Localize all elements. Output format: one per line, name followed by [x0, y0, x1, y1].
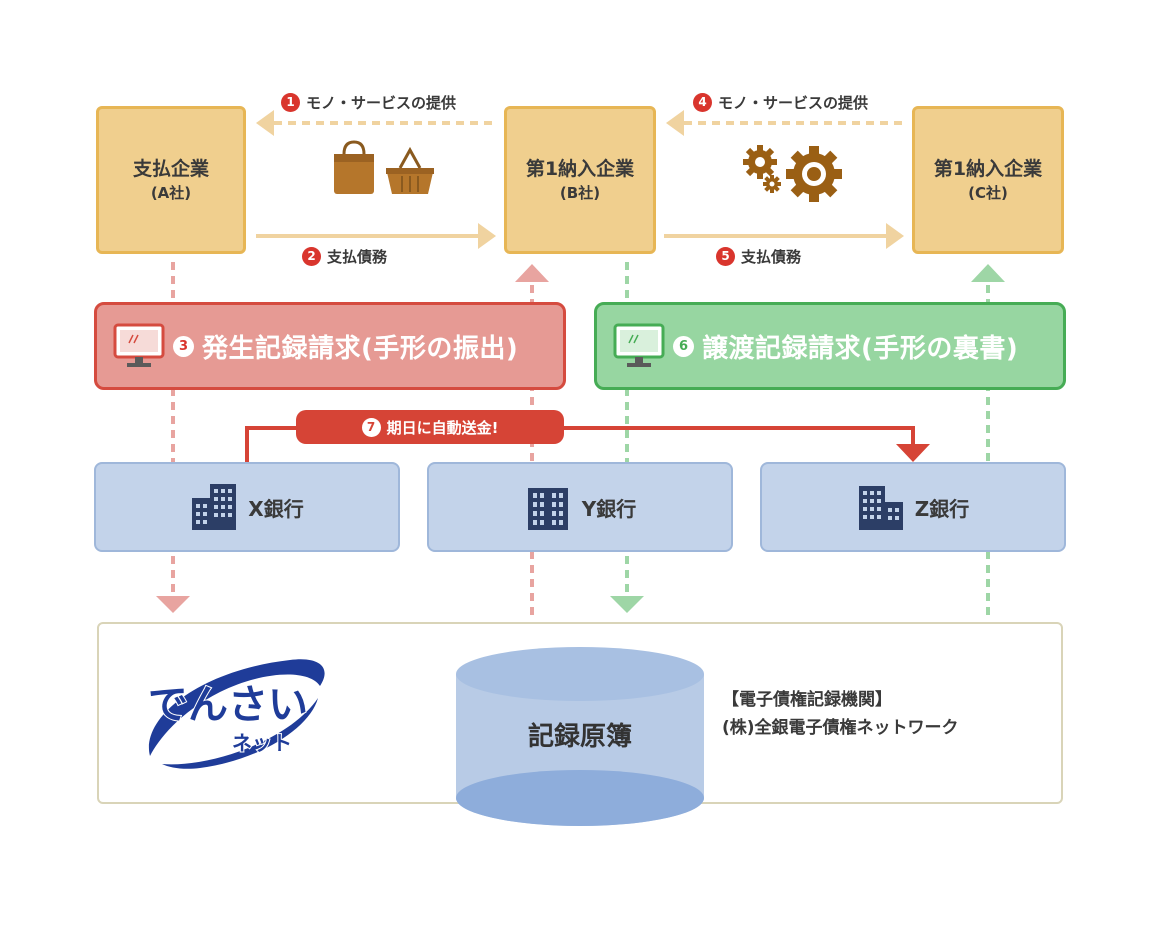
agency-name: (株)全銀電子債権ネットワーク: [722, 718, 959, 738]
gear-icon: [763, 175, 781, 193]
arrow-services-c-to-b-head: [666, 110, 684, 136]
basket-icon: [386, 146, 434, 194]
service-icons: [743, 145, 842, 202]
company-b: 第1納入企業 (B社): [504, 106, 656, 254]
agency-info: 【電子債権記録機関】 (株)全銀電子債権ネットワーク: [722, 686, 959, 742]
step-1-label: 1 モノ・サービスの提供: [281, 92, 456, 113]
arrow-issue-up-to-b-head: [515, 264, 549, 282]
arrow-goods-b-to-a-head: [256, 110, 274, 136]
step-1-text: モノ・サービスの提供: [306, 94, 457, 112]
transfer-request-bar: 6 譲渡記録請求(手形の裏書): [594, 302, 1066, 390]
computer-icon: [113, 323, 165, 367]
arrow-auto-transfer: [245, 426, 915, 462]
arrow-auto-transfer-head: [896, 444, 930, 462]
arrow-transfer-up-to-c-head: [971, 264, 1005, 282]
logo-swoosh: [148, 659, 325, 756]
bank-x-name: X銀行: [248, 496, 304, 521]
bank-y: Y銀行: [427, 462, 733, 552]
step-5-label: 5 支払債務: [716, 246, 801, 267]
company-a: 支払企業 (A社): [96, 106, 246, 254]
building-icon: [858, 486, 903, 530]
step-4-text: モノ・サービスの提供: [718, 94, 869, 112]
step-1-number: 1: [281, 93, 300, 112]
densai-net-logo: でんさい ネット: [147, 659, 325, 769]
computer-icon: [613, 323, 665, 367]
arrow-debt-a-to-b-head: [478, 223, 496, 249]
step-4-label: 4 モノ・サービスの提供: [693, 92, 868, 113]
bank-z-name: Z銀行: [914, 496, 970, 521]
step-2-text: 支払債務: [327, 248, 388, 266]
company-a-name: 支払企業: [132, 158, 209, 180]
bank-x: X銀行: [94, 462, 400, 552]
step-5-number: 5: [716, 247, 735, 266]
company-b-name: 第1納入企業: [525, 158, 635, 180]
step-3-text: 発生記録請求(手形の振出): [202, 333, 519, 364]
ledger-label: 記録原簿: [527, 722, 632, 752]
bank-y-name: Y銀行: [581, 496, 637, 521]
gear-icon: [743, 145, 777, 179]
step-5-text: 支払債務: [741, 248, 802, 266]
company-c-sub: (C社): [968, 184, 1008, 202]
agency-type: 【電子債権記録機関】: [722, 690, 892, 710]
building-icon: [192, 484, 237, 530]
company-a-sub: (A社): [150, 184, 192, 202]
bank-z: Z銀行: [760, 462, 1066, 552]
step-7-text: 期日に自動送金!: [386, 418, 499, 437]
gear-icon: [786, 146, 842, 202]
company-c: 第1納入企業 (C社): [912, 106, 1064, 254]
company-b-sub: (B社): [559, 184, 601, 202]
arrow-debt-b-to-c-head: [886, 223, 904, 249]
logo-sub-text: ネット: [232, 731, 292, 755]
issue-request-bar: 3 発生記録請求(手形の振出): [94, 302, 566, 390]
ledger-cylinder: [456, 647, 704, 826]
building-icon: [527, 488, 568, 530]
logo-main-text: でんさい: [148, 682, 308, 728]
step-2-number: 2: [302, 247, 321, 266]
bag-icon: [334, 140, 374, 194]
auto-transfer-label: 7 期日に自動送金!: [296, 410, 564, 444]
step-2-label: 2 支払債務: [302, 246, 387, 267]
arrow-transfer-b-down-head: [610, 596, 644, 613]
step-4-number: 4: [693, 93, 712, 112]
goods-icons: [334, 140, 434, 194]
logo-swoosh-lower: [162, 698, 318, 769]
arrow-issue-a-down-head: [156, 596, 190, 613]
company-c-name: 第1納入企業: [933, 158, 1043, 180]
step-6-number: 6: [673, 335, 694, 357]
step-3-number: 3: [173, 335, 194, 357]
step-6-text: 譲渡記録請求(手形の裏書): [702, 333, 1019, 364]
step-7-number: 7: [361, 417, 381, 437]
